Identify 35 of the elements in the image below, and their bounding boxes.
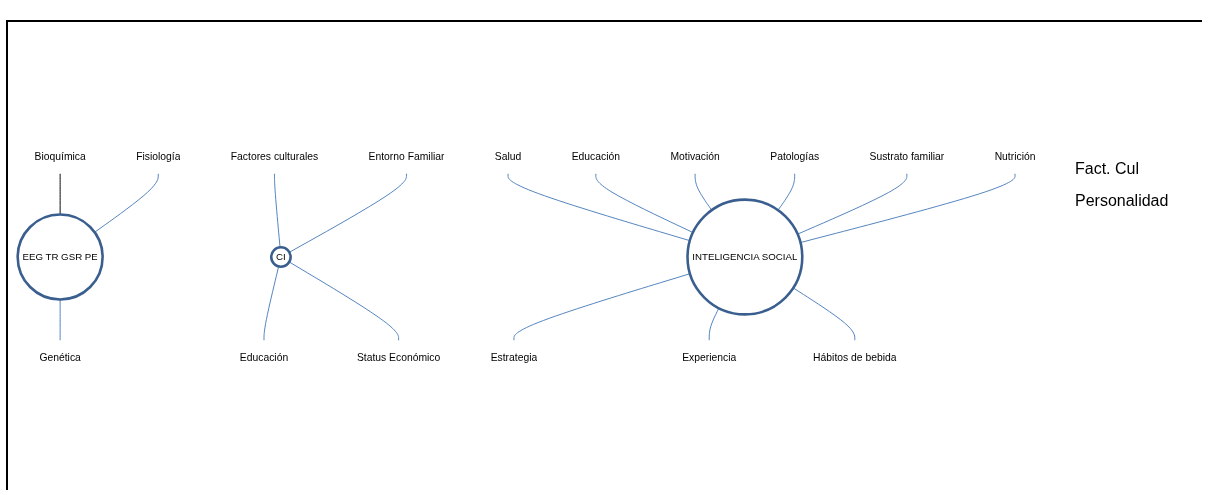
connector: [694, 173, 713, 211]
connector: [59, 299, 61, 341]
node-text: Estrategia: [490, 351, 538, 363]
connector: [513, 273, 691, 341]
connector: [274, 173, 281, 248]
connector: [792, 287, 856, 341]
node-text: Sustrato familiar: [869, 150, 945, 162]
node-text: Nutrición: [994, 150, 1036, 162]
factor-label: Personalidad: [1075, 192, 1169, 210]
connector: [288, 261, 400, 341]
node-text: Experiencia: [682, 351, 737, 363]
connector: [94, 173, 159, 233]
connector: [777, 173, 796, 211]
node-text: Educación: [571, 150, 620, 162]
connector: [708, 307, 720, 341]
node-text: Status Económico: [356, 351, 441, 363]
node-text: Hábitos de bebida: [813, 351, 897, 363]
node-text: Entorno Familiar: [368, 150, 445, 162]
connector: [797, 173, 908, 235]
connector: [595, 173, 694, 233]
node-text: Salud: [494, 150, 522, 162]
connector: [799, 173, 1016, 244]
node-circle: CI: [269, 246, 292, 268]
node-text: Fisiología: [136, 150, 181, 162]
node-text: Bioquímica: [34, 150, 86, 162]
connector: [507, 173, 691, 242]
node-text: Patologías: [770, 150, 820, 162]
connector: [288, 173, 407, 253]
factor-label: Fact. Cul: [1075, 160, 1140, 178]
node-text: Genética: [39, 351, 81, 363]
node-text: Educación: [239, 351, 289, 363]
node-text: Motivación: [670, 150, 720, 162]
node-circle: EEG TR GSR PE: [16, 213, 104, 301]
node-text: Factores culturales: [230, 150, 319, 162]
node-circle: INTELIGENCIA SOCIAL: [686, 198, 804, 316]
